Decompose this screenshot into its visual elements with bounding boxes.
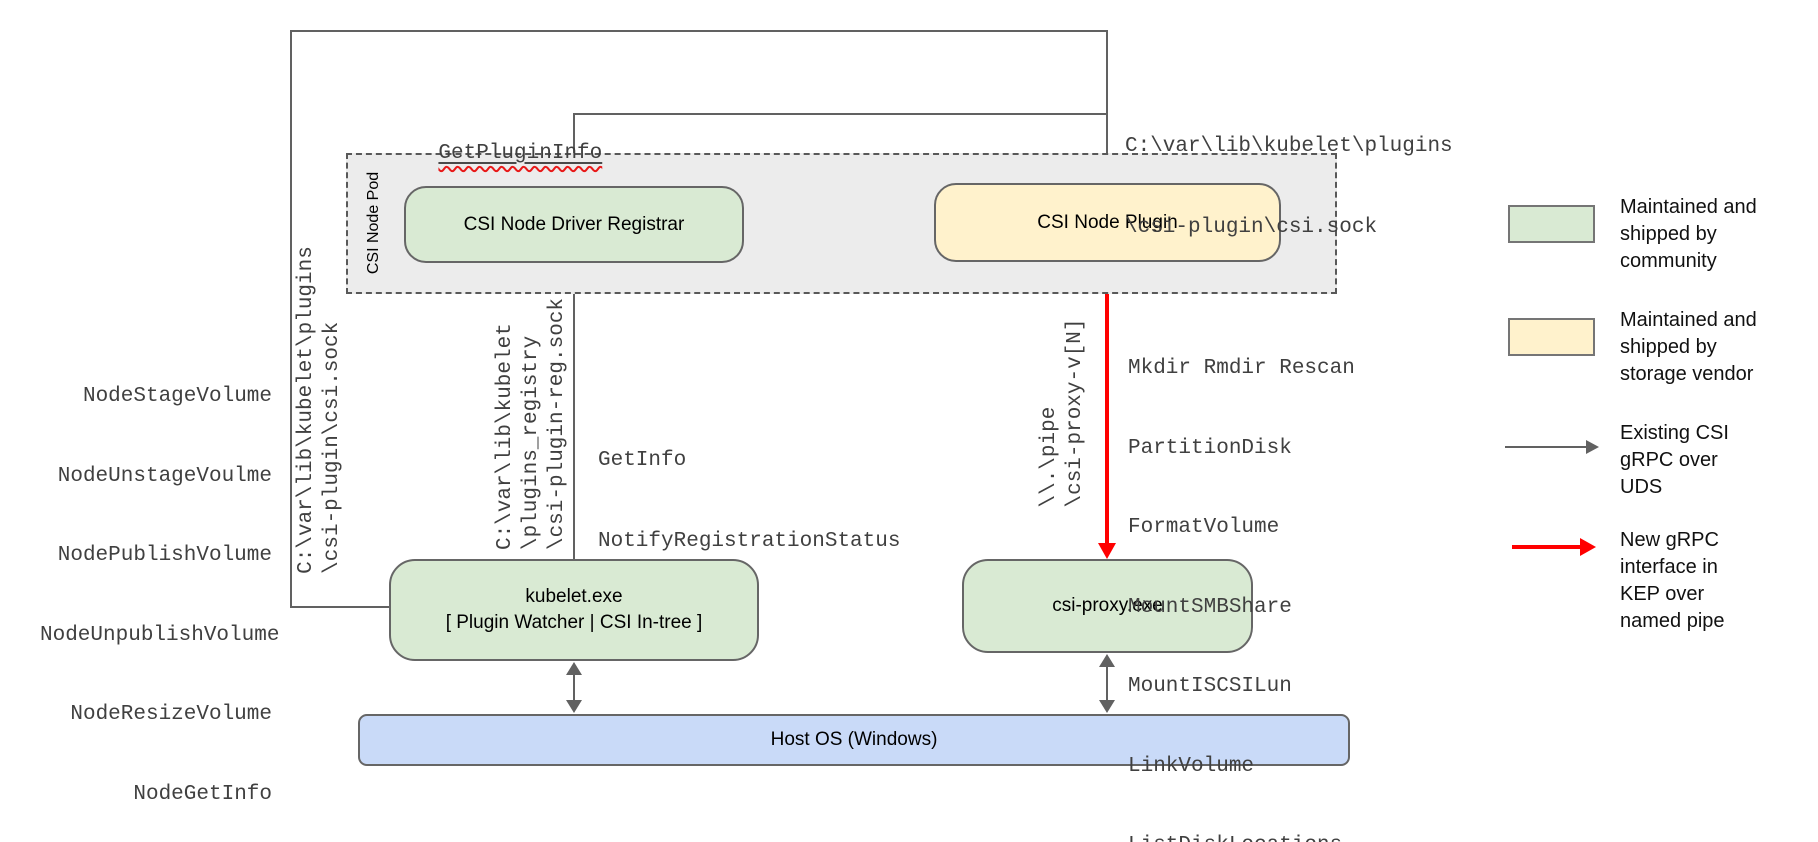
kubelet-to-registrar-connector: [573, 270, 575, 559]
node-call-item: NodeResizeVolume: [70, 703, 272, 726]
registrar-call-item: GetInfo: [598, 449, 687, 472]
proxy-call-item: PartitionDisk: [1128, 436, 1292, 460]
legend-gray-arrowhead-icon: [1586, 440, 1599, 454]
arrowhead-down-into-host-right-icon: [1099, 700, 1115, 713]
arrowhead-up-into-csiproxy-icon: [1099, 654, 1115, 667]
plugin-to-csiproxy-red-connector: [1105, 262, 1109, 546]
kubelet-label-line1: kubelet.exe: [525, 586, 623, 607]
legend-vendor-swatch: [1508, 318, 1595, 356]
node-call-item: NodeGetInfo: [133, 782, 272, 806]
registrar-label: CSI Node Driver Registrar: [463, 213, 685, 235]
legend-community-swatch: [1508, 205, 1595, 243]
legend-community-text: Maintained and shipped by community: [1620, 196, 1757, 272]
kubelet-to-plugin-connector-bottom-segment: [290, 606, 390, 608]
red-arrowhead-into-csiproxy-icon: [1098, 543, 1116, 559]
kubelet-box: kubelet.exe [ Plugin Watcher | CSI In-tr…: [389, 559, 759, 661]
kubelet-to-plugin-connector-right-segment: [1106, 30, 1108, 172]
legend-red-arrow-line: [1512, 545, 1582, 549]
csi-node-plugin-box: CSI Node Plugin: [934, 183, 1281, 262]
legend-red-arrowhead-icon: [1580, 538, 1596, 556]
csiproxy-host-connector: [1106, 658, 1108, 702]
legend-named-pipe-text: New gRPC interface in KEP over named pip…: [1620, 529, 1725, 632]
csi-node-pod-label: CSI Node Pod: [365, 171, 382, 275]
node-call-item: NodeUnstageVoulme: [57, 464, 272, 488]
registrar-call-item: NotifyRegistrationStatus: [598, 530, 901, 553]
rotated-named-pipe-label: \\.\pipe \csi-proxy-v[N]: [1038, 318, 1087, 508]
proxy-call-item: MountISCSILun: [1128, 675, 1292, 698]
legend-vendor-text: Maintained and shipped by storage vendor: [1620, 309, 1757, 385]
plugin-label: CSI Node Plugin: [1037, 211, 1178, 233]
rotated-csi-sock-path-label: C:\var\lib\kubelet\plugins \csi-plugin\c…: [295, 246, 344, 574]
node-call-item: NodePublishVolume: [57, 544, 272, 567]
kubelet-to-plugin-connector-left-segment: [290, 30, 292, 608]
arrowhead-up-into-kubelet-icon: [566, 662, 582, 675]
proxy-call-item: Mkdir Rmdir Rescan: [1128, 357, 1355, 380]
legend-uds-text: Existing CSI gRPC over UDS: [1620, 422, 1729, 498]
rotated-reg-sock-path-label: C:\var\lib\kubelet \plugins_registry \cs…: [494, 297, 569, 551]
registrar-to-plugin-connector-horizontal-segment: [573, 113, 1106, 115]
legend-gray-arrow-line: [1505, 446, 1587, 448]
proxy-call-item: FormatVolume: [1128, 516, 1280, 539]
proxy-calls-list: Mkdir Rmdir Rescan PartitionDisk FormatV…: [1128, 303, 1355, 842]
csi-sock-path-label: C:\var\lib\kubelet\plugins \csi-plugin\c…: [1125, 135, 1453, 239]
node-call-item: NodeStageVolume: [82, 385, 272, 408]
kubelet-to-plugin-connector-top-segment: [290, 30, 1108, 32]
csi-proxy-label: csi-proxy.exe: [1052, 595, 1163, 616]
registrar-calls-list: GetInfo NotifyRegistrationStatus: [598, 393, 900, 609]
host-os-box: Host OS (Windows): [358, 714, 1350, 766]
kubelet-label-line2: [ Plugin Watcher | CSI In-tree ]: [445, 612, 703, 633]
kubelet-host-connector: [573, 667, 575, 708]
node-calls-list: NodeStageVolume NodeUnstageVoulme NodePu…: [40, 331, 280, 842]
proxy-call-item: ListDiskLocations: [1128, 833, 1355, 842]
proxy-call-item: MountSMBShare: [1128, 595, 1292, 619]
get-plugin-info-label: GetPluginInfo: [438, 141, 603, 165]
csi-proxy-box: csi-proxy.exe: [962, 559, 1253, 653]
proxy-call-item: LinkVolume: [1128, 754, 1255, 778]
registrar-to-plugin-connector-vertical-segment: [573, 113, 575, 186]
host-os-label: Host OS (Windows): [770, 729, 938, 750]
arrowhead-down-into-host-left-icon: [566, 700, 582, 713]
node-call-item: NodeUnpublishVolume: [40, 623, 280, 647]
csi-node-driver-registrar-box: CSI Node Driver Registrar: [404, 186, 744, 263]
